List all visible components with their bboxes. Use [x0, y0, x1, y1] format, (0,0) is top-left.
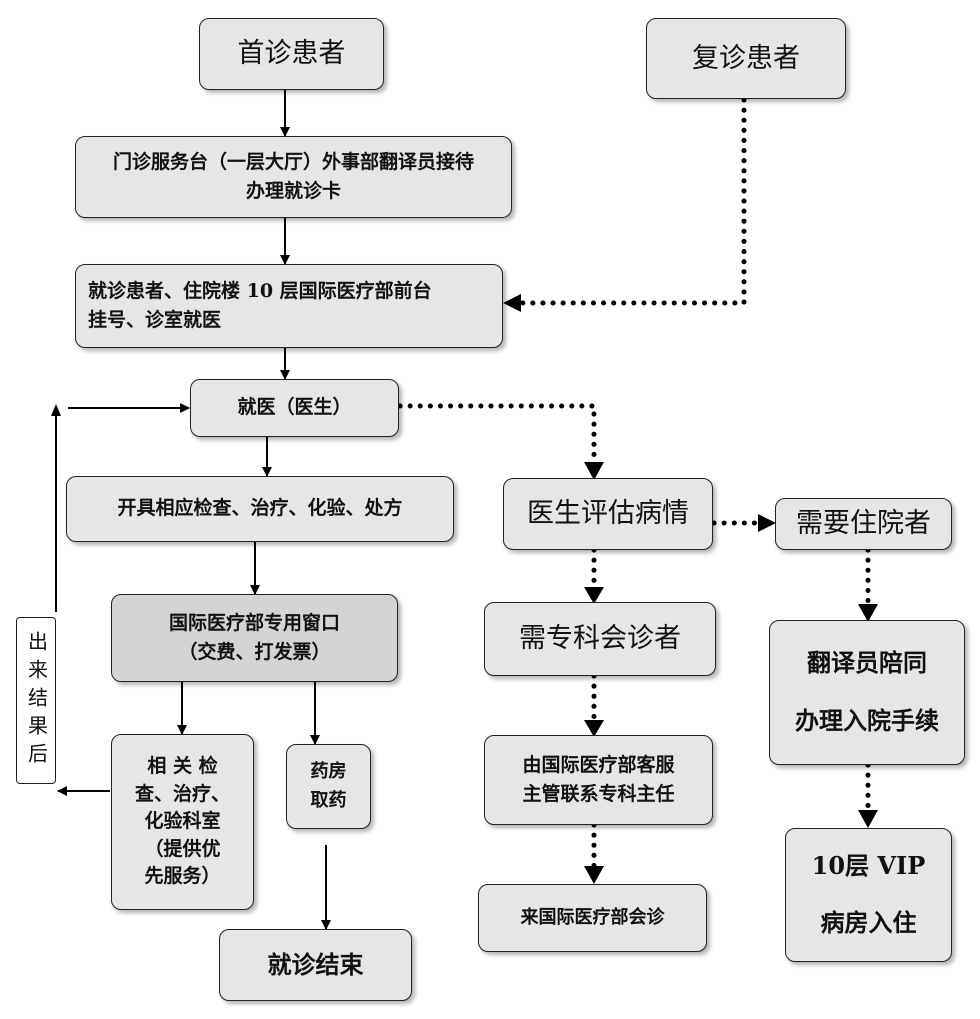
registration-box: 就诊患者、住院楼 10 层国际医疗部前台 挂号、诊室就医	[75, 264, 503, 348]
payment-window-box: 国际医疗部专用窗口 （交费、打发票）	[111, 594, 398, 682]
arrowhead-contact-to-consult	[584, 866, 604, 884]
lab-departments-box: 相 关 检 查、治疗、 化验科室 （提供优 先服务）	[111, 734, 254, 910]
arrowhead-return-to-register	[503, 294, 521, 312]
solid-arrows	[55, 90, 331, 930]
dotted-return-to-register	[517, 97, 747, 306]
return-visit-patient-box: 复诊患者	[646, 18, 846, 99]
arrowhead-evaluate-to-specialist	[584, 587, 604, 604]
prescribe-tests-box: 开具相应检查、治疗、化验、处方	[66, 476, 454, 542]
outpatient-service-desk-box: 门诊服务台（一层大厅）外事部翻译员接待 办理就诊卡	[75, 136, 512, 218]
arrowhead-results-up	[51, 404, 61, 416]
arrowhead-doctor-to-evaluate	[584, 462, 604, 480]
results-return-label: 出来结果后	[16, 617, 56, 784]
doctor-visit-box: 就医（医生）	[190, 379, 399, 437]
admission-needed-box: 需要住院者	[775, 498, 952, 550]
specialist-consultation-box: 来国际医疗部会诊	[478, 884, 707, 952]
pharmacy-box: 药房 取药	[286, 744, 371, 829]
vip-ward-box: 10层 VIP 病房入住	[785, 828, 952, 962]
dotted-arrows	[397, 97, 871, 871]
arrowhead-specialist-to-contact	[584, 720, 604, 737]
arrowhead-admission-to-interpreter	[858, 604, 878, 622]
evaluate-condition-box: 医生评估病情	[503, 478, 713, 550]
dotted-arrowheads	[503, 294, 878, 884]
first-visit-patient-box: 首诊患者	[199, 18, 384, 90]
arrowhead-evaluate-to-admission	[758, 514, 776, 532]
visit-end-box: 就诊结束	[219, 929, 412, 1001]
arrowhead-interpreter-to-vip	[858, 810, 878, 828]
interpreter-admission-box: 翻译员陪同 办理入院手续	[769, 620, 965, 765]
specialist-consult-needed-box: 需专科会诊者	[484, 602, 716, 676]
contact-specialist-director-box: 由国际医疗部客服 主管联系专科主任	[484, 735, 713, 825]
dotted-doctor-to-evaluate	[397, 403, 597, 468]
